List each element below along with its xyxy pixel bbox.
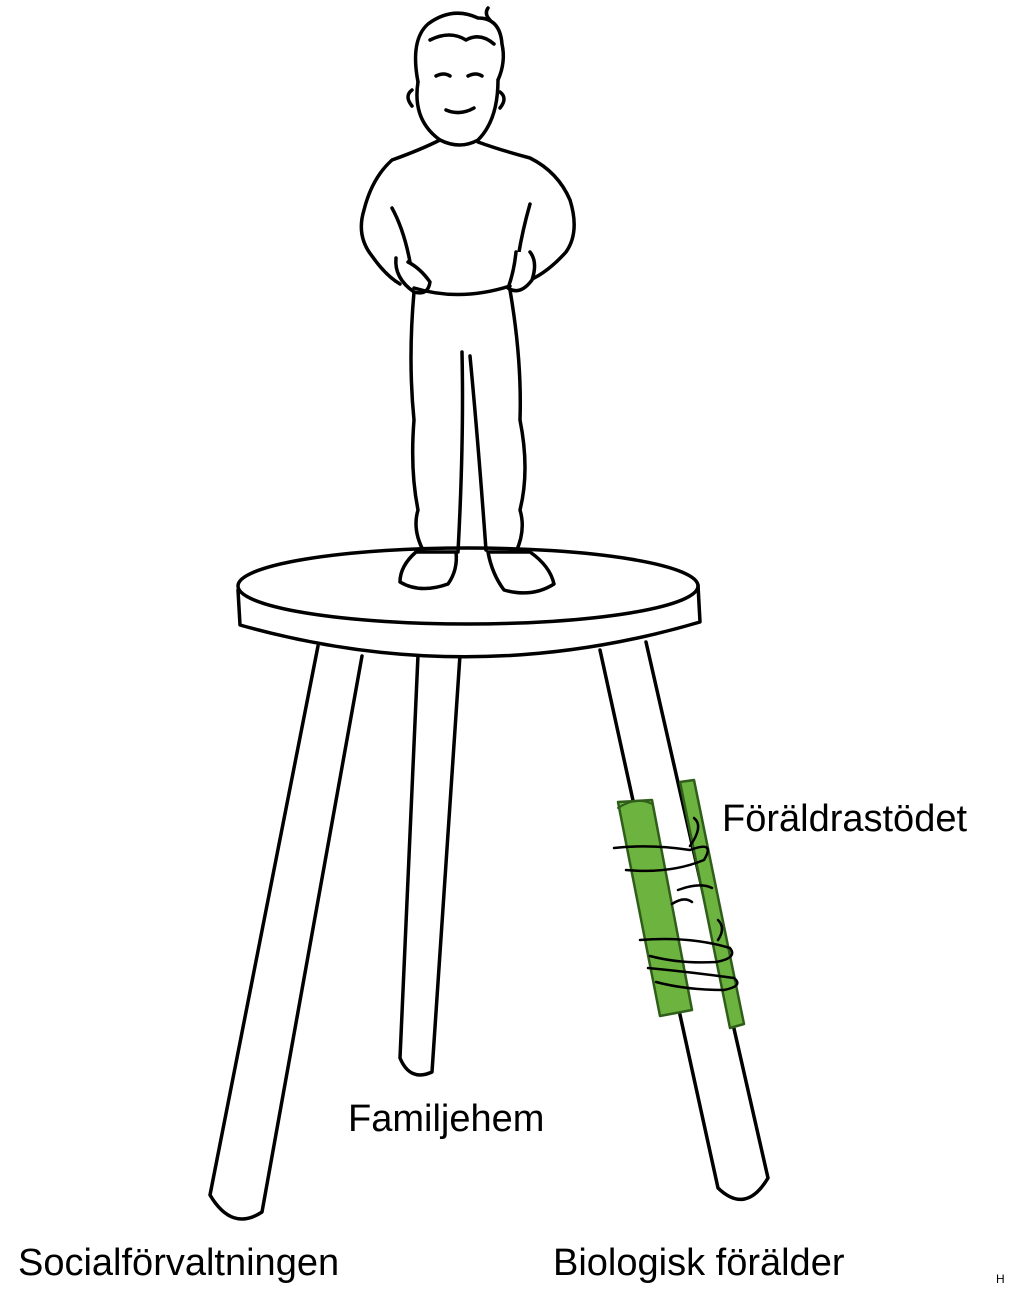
stool-seat: [236, 546, 702, 659]
biological-parent-label: Biologisk förälder: [553, 1242, 845, 1284]
stool-leg-back: [398, 653, 462, 1077]
corner-mark: H: [996, 1272, 1005, 1286]
social-services-label: Socialförvaltningen: [18, 1242, 340, 1284]
stool-leg-right: [598, 640, 770, 1202]
child-figure-icon: [359, 6, 576, 595]
stool-leg-left: [208, 644, 364, 1221]
splint-label: Föräldrastödet: [722, 798, 968, 840]
foster-family-label: Familjehem: [348, 1098, 545, 1140]
green-splint-icon: [612, 778, 746, 1030]
